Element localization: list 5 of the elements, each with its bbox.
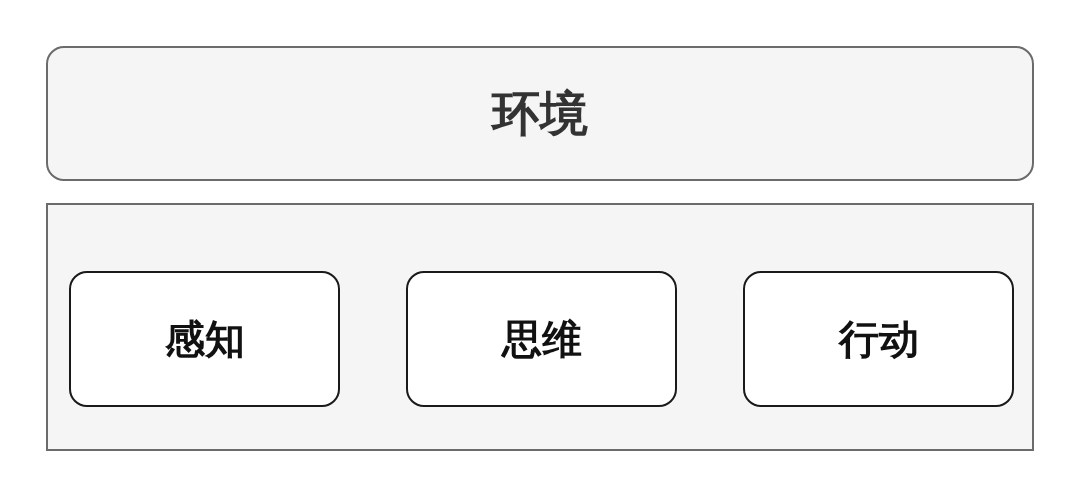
header-band: 环境 (46, 46, 1034, 181)
container-panel (46, 203, 1034, 451)
process-box: 思维 (406, 271, 677, 407)
process-box: 感知 (69, 271, 340, 407)
process-box: 行动 (743, 271, 1014, 407)
